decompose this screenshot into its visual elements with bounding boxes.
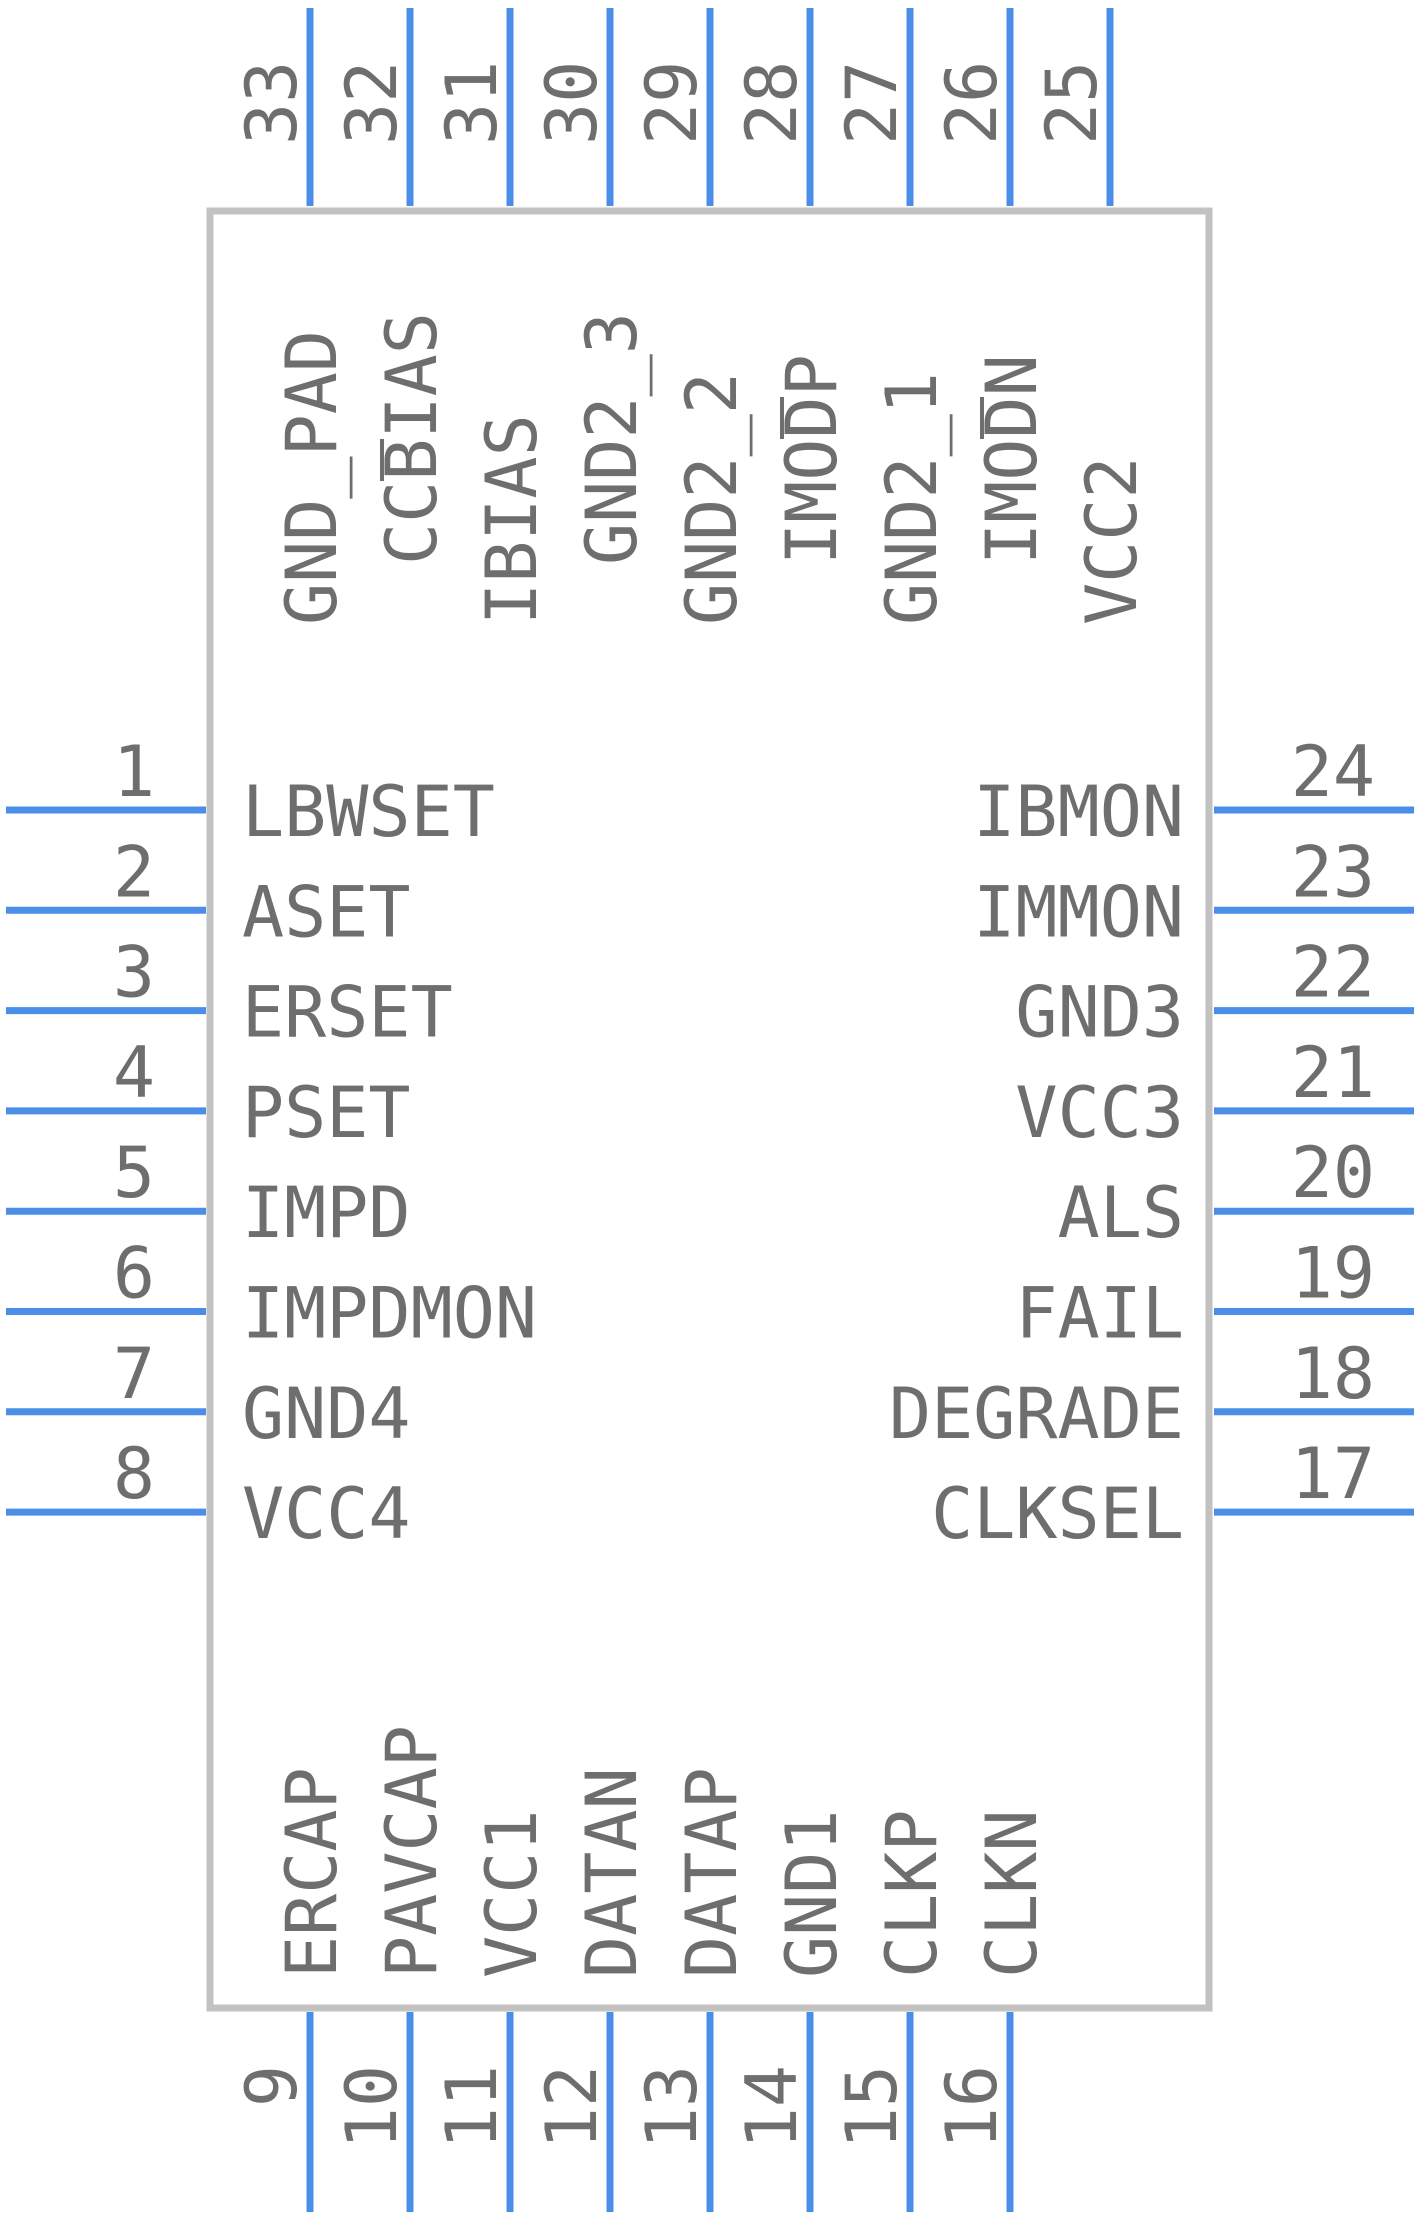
pin-label-gnd3: GND3 (1015, 972, 1184, 1054)
pin-19-number: 19 (1291, 1233, 1375, 1315)
pin-29-number: 29 (631, 61, 713, 145)
pin-label-clkn: CLKN (971, 1809, 1053, 1978)
pin-label-vcc4: VCC4 (242, 1473, 411, 1555)
pin-12-number: 12 (531, 2065, 613, 2149)
pin-label-imodn: IMODN (971, 354, 1053, 565)
pin-21-number: 21 (1291, 1032, 1375, 1114)
pin-label-ccbias: CCBIAS (371, 312, 453, 565)
pin-31-number: 31 (431, 61, 513, 145)
pin-27-number: 27 (831, 61, 913, 145)
pin-18-number: 18 (1291, 1333, 1375, 1415)
pin-10-number: 10 (331, 2065, 413, 2149)
pin-7-number: 7 (113, 1333, 155, 1415)
pin-label-aset: ASET (242, 871, 411, 953)
pin-11-number: 11 (431, 2065, 513, 2149)
pin-label-ibias: IBIAS (471, 414, 553, 625)
pin-23-number: 23 (1291, 831, 1375, 913)
pin-label-lbwset: LBWSET (242, 771, 495, 853)
pin-label-vcc3: VCC3 (1015, 1072, 1184, 1154)
pin-13-number: 13 (631, 2065, 713, 2149)
pin-8-number: 8 (113, 1433, 155, 1515)
pin-label-imodp: IMODP (771, 354, 853, 565)
pin-25-number: 25 (1031, 61, 1113, 145)
pin-label-clkp: CLKP (871, 1809, 953, 1978)
pin-16-number: 16 (931, 2065, 1013, 2149)
pin-22-number: 22 (1291, 932, 1375, 1014)
pin-label-pavcap: PAVCAP (371, 1725, 453, 1978)
pin-label-ercap: ERCAP (271, 1767, 353, 1978)
pin-label-gnd4: GND4 (242, 1373, 411, 1455)
pins-layer (6, 8, 1414, 2212)
pin-6-number: 6 (113, 1233, 155, 1315)
pin-3-number: 3 (113, 932, 155, 1014)
pin-33-number: 33 (231, 61, 313, 145)
pin-label-gnd2-1: GND2_1 (871, 372, 953, 625)
ic-body-outline (206, 207, 1213, 2012)
pin-label-ibmon: IBMON (973, 771, 1184, 853)
pin-label-impdmon: IMPDMON (242, 1273, 537, 1355)
pin-4-number: 4 (113, 1032, 155, 1114)
pin-label-gnd-pad: GND_PAD (271, 330, 353, 625)
pin-label-gnd2-2: GND2_2 (671, 372, 753, 625)
pin-label-pset: PSET (242, 1072, 411, 1154)
pin-24-number: 24 (1291, 731, 1375, 813)
pin-28-number: 28 (731, 61, 813, 145)
pin-label-gnd2-3: GND2_3 (571, 312, 653, 565)
pin-15-number: 15 (831, 2065, 913, 2149)
pin-20-number: 20 (1291, 1132, 1375, 1214)
pin-32-number: 32 (331, 61, 413, 145)
pin-14-number: 14 (731, 2065, 813, 2149)
pin-label-gnd1: GND1 (771, 1809, 853, 1978)
pin-label-vcc2: VCC2 (1071, 456, 1153, 625)
pin-17-number: 17 (1291, 1433, 1375, 1515)
pin-label-impd: IMPD (242, 1172, 411, 1254)
pin-label-datan: DATAN (571, 1767, 653, 1978)
pin-label-vcc1: VCC1 (471, 1809, 553, 1978)
pin-label-clksel: CLKSEL (931, 1473, 1184, 1555)
pin-label-datap: DATAP (671, 1767, 753, 1978)
pin-5-number: 5 (113, 1132, 155, 1214)
pin-label-erset: ERSET (242, 972, 453, 1054)
pin-2-number: 2 (113, 831, 155, 913)
pin-label-als: ALS (1058, 1172, 1184, 1254)
pin-9-number: 9 (231, 2065, 313, 2107)
pin-label-fail: FAIL (1015, 1273, 1184, 1355)
pin-1-number: 1 (113, 731, 155, 813)
pin-label-degrade: DEGRADE (889, 1373, 1184, 1455)
pin-label-immon: IMMON (973, 871, 1184, 953)
pin-30-number: 30 (531, 61, 613, 145)
pin-26-number: 26 (931, 61, 1013, 145)
